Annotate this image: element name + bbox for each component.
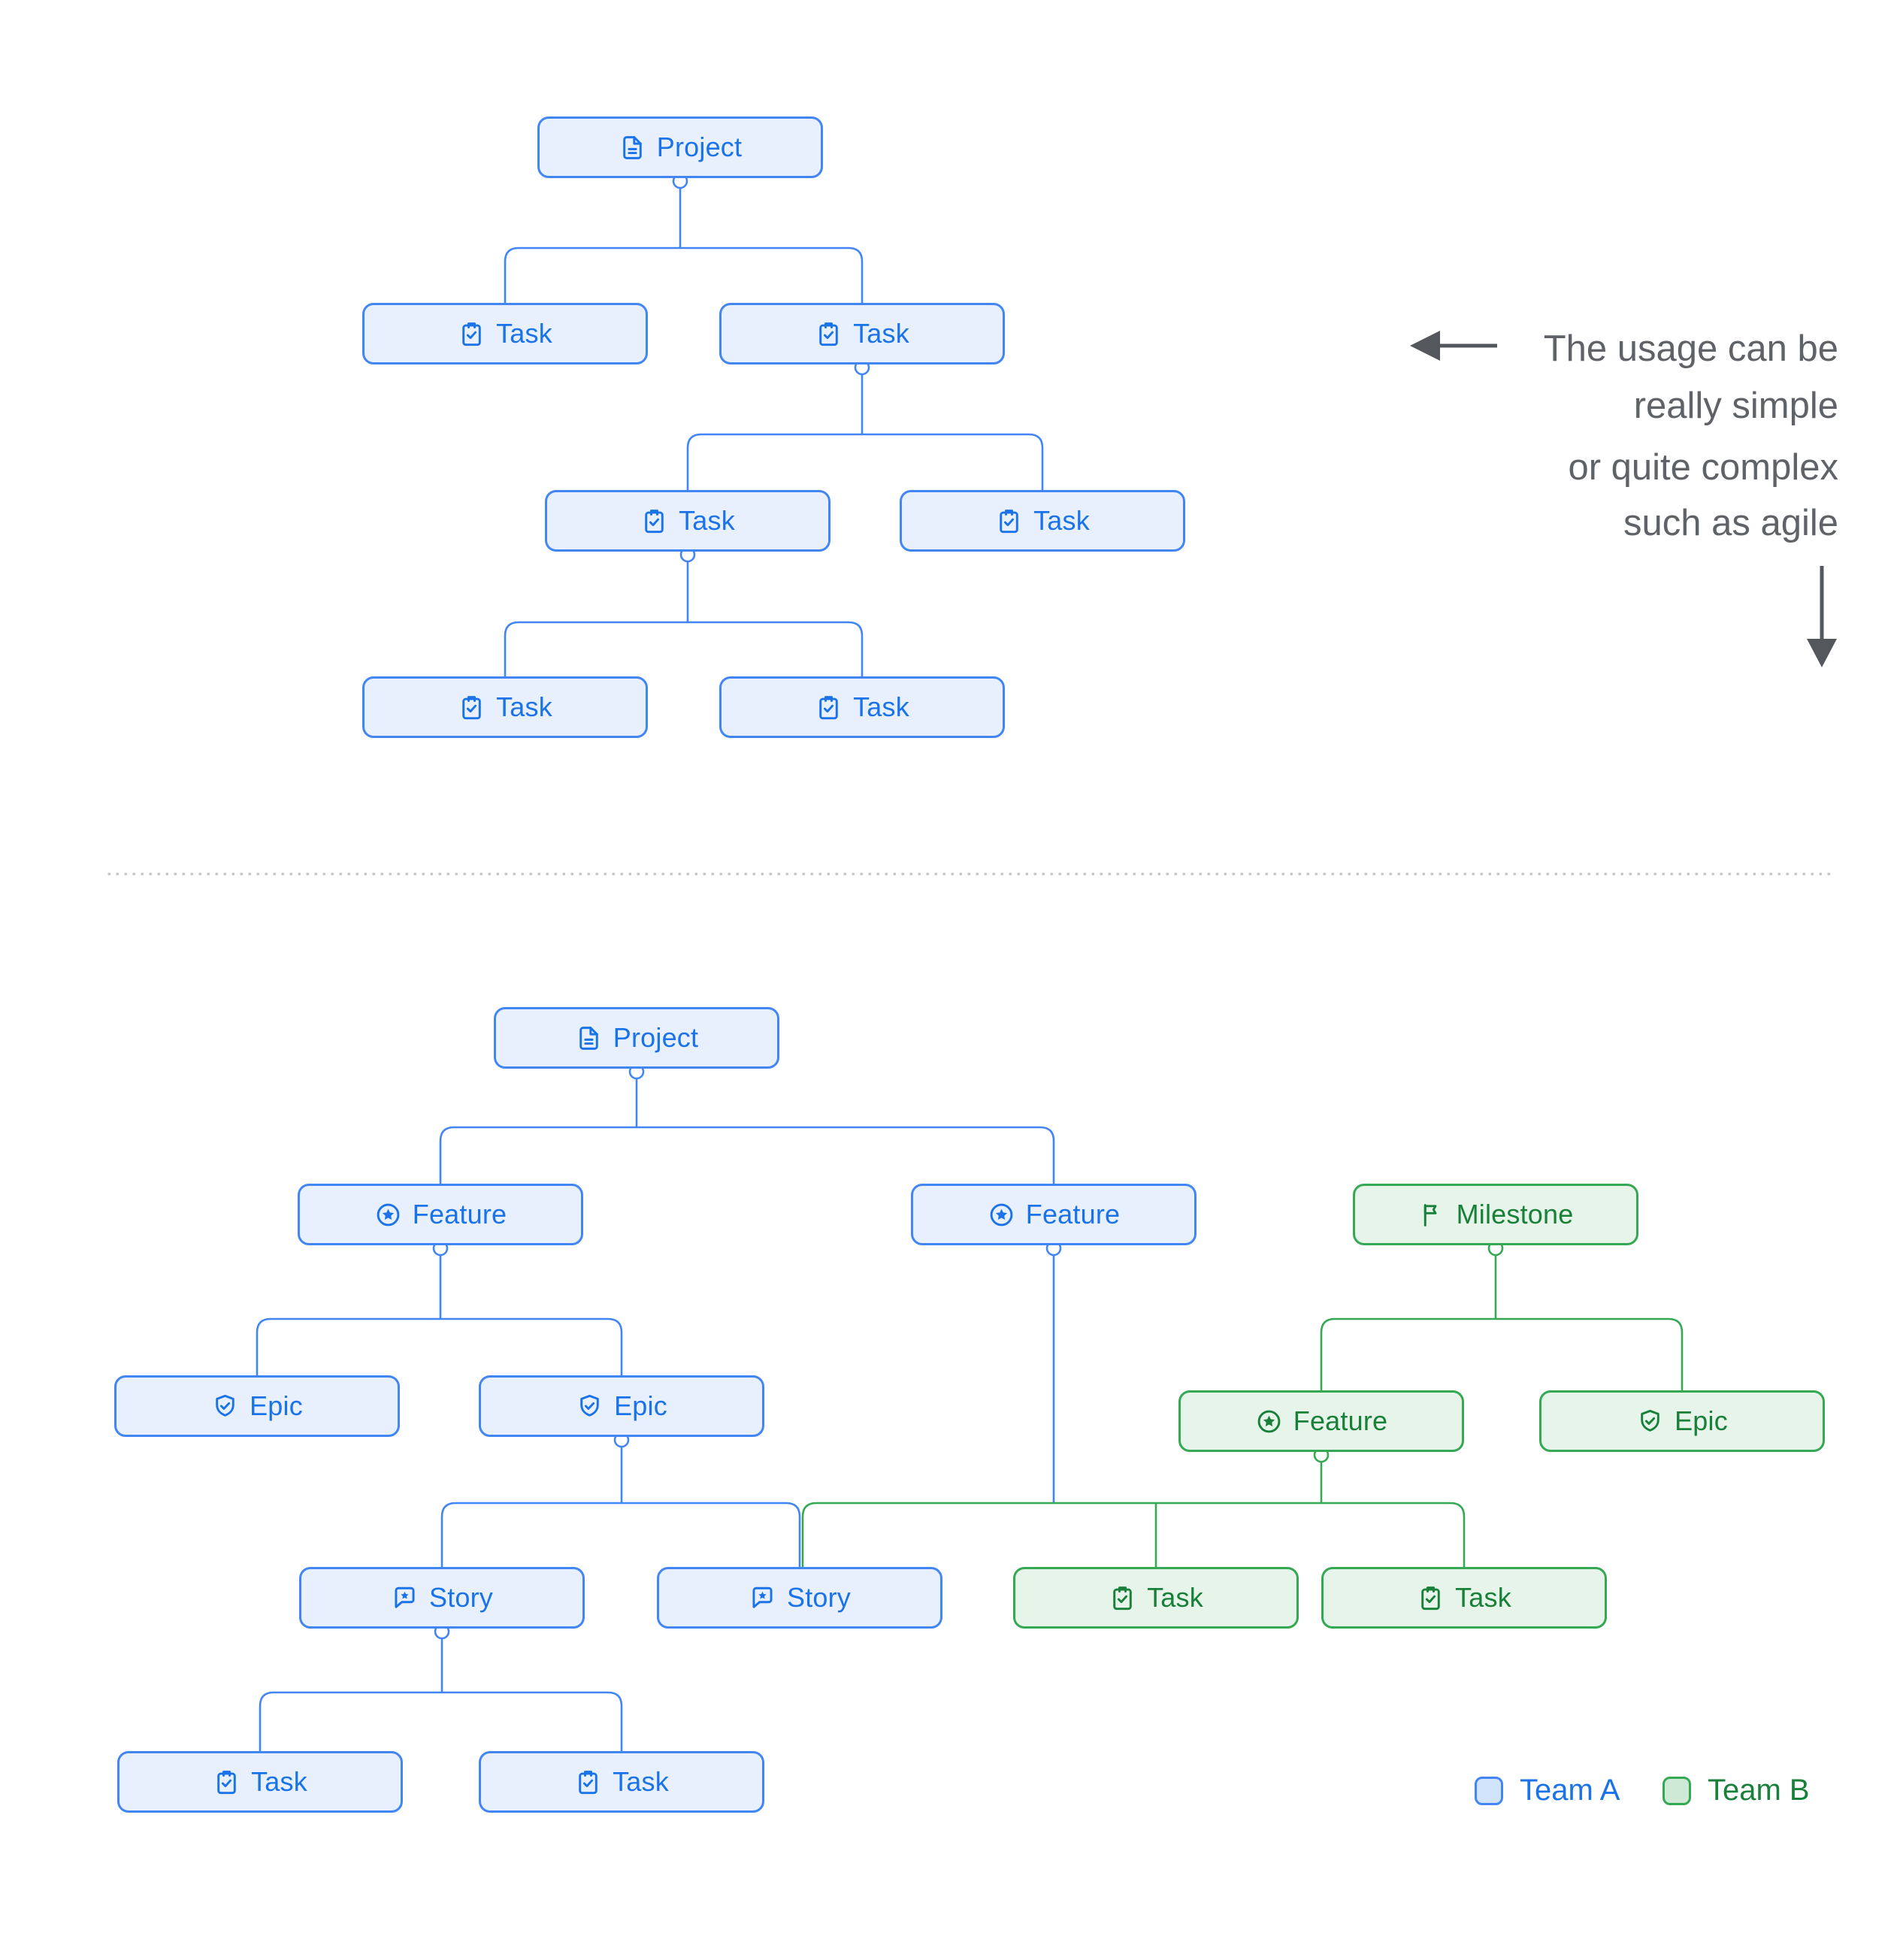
node-label: Feature: [1293, 1405, 1388, 1436]
node-task: Task: [719, 676, 1005, 738]
node-milestone: Milestone: [1353, 1184, 1638, 1245]
node-label: Task: [1147, 1582, 1203, 1613]
shield-check-icon: [576, 1393, 604, 1420]
node-label: Task: [613, 1766, 669, 1797]
node-epic: Epic: [1539, 1390, 1825, 1452]
node-label: Task: [679, 505, 735, 536]
node-epic: Epic: [479, 1375, 764, 1437]
node-task: Task: [1321, 1567, 1607, 1629]
node-label: Milestone: [1456, 1199, 1574, 1230]
node-feature: Feature: [298, 1184, 583, 1245]
node-label: Epic: [1675, 1405, 1728, 1436]
node-label: Story: [428, 1582, 494, 1613]
flag-icon: [1418, 1201, 1446, 1229]
team-a-swatch-icon: [1475, 1776, 1503, 1805]
node-label: Story: [786, 1582, 852, 1613]
clipboard-check-icon: [640, 507, 668, 535]
node-task: Task: [1013, 1567, 1299, 1629]
clipboard-check-icon: [1417, 1584, 1445, 1612]
annotation-complex-line2: such as agile: [1623, 503, 1838, 543]
node-label: Task: [853, 691, 909, 722]
node-label: Task: [496, 691, 552, 722]
node-project: Project: [494, 1007, 779, 1069]
arrow-down-icon: [1807, 566, 1837, 667]
clipboard-check-icon: [995, 507, 1023, 535]
top-tree-connectors: [504, 173, 1044, 676]
node-label: Epic: [250, 1390, 303, 1421]
node-task: Task: [545, 490, 830, 552]
team-b-swatch-icon: [1662, 1776, 1691, 1805]
node-label: Task: [496, 318, 552, 349]
node-task: Task: [479, 1751, 764, 1813]
legend-team-a: Team A: [1475, 1774, 1620, 1807]
node-project: Project: [537, 116, 823, 178]
node-label: Task: [1033, 505, 1090, 536]
node-story: Story: [299, 1567, 585, 1629]
clipboard-check-icon: [213, 1768, 241, 1796]
shield-check-icon: [211, 1393, 239, 1420]
clipboard-check-icon: [1109, 1584, 1136, 1612]
speech-bubble-star-icon: [749, 1584, 776, 1612]
clipboard-check-icon: [815, 694, 843, 721]
legend-team-b: Team B: [1662, 1774, 1810, 1807]
node-task: Task: [362, 303, 648, 364]
annotation-simple-line2: really simple: [1633, 386, 1838, 426]
node-task: Task: [719, 303, 1005, 364]
star-circle-icon: [1255, 1408, 1283, 1435]
node-epic: Epic: [114, 1375, 400, 1437]
shield-check-icon: [1636, 1408, 1664, 1435]
clipboard-check-icon: [574, 1768, 602, 1796]
node-label: Task: [251, 1766, 307, 1797]
clipboard-check-icon: [458, 320, 486, 348]
legend-label: Team A: [1520, 1774, 1620, 1807]
node-label: Task: [853, 318, 909, 349]
node-task: Task: [900, 490, 1185, 552]
arrow-left-icon: [1410, 331, 1497, 361]
star-circle-icon: [374, 1201, 402, 1229]
node-feature: Feature: [1178, 1390, 1464, 1452]
node-label: Feature: [412, 1199, 507, 1230]
node-label: Project: [656, 132, 743, 162]
node-label: Epic: [614, 1390, 667, 1421]
annotation-complex-line1: or quite complex: [1568, 447, 1838, 488]
clipboard-check-icon: [815, 320, 843, 348]
annotation-simple-line1: The usage can be: [1543, 328, 1838, 369]
clipboard-check-icon: [458, 694, 486, 721]
star-circle-icon: [988, 1201, 1015, 1229]
document-icon: [575, 1024, 603, 1052]
node-label: Project: [613, 1022, 699, 1053]
node-feature: Feature: [911, 1184, 1197, 1245]
node-label: Task: [1455, 1582, 1511, 1613]
node-story: Story: [657, 1567, 942, 1629]
legend-label: Team B: [1708, 1774, 1810, 1807]
document-icon: [619, 134, 646, 162]
speech-bubble-star-icon: [391, 1584, 419, 1612]
node-label: Feature: [1025, 1199, 1121, 1230]
node-task: Task: [362, 676, 648, 738]
node-task: Task: [117, 1751, 403, 1813]
